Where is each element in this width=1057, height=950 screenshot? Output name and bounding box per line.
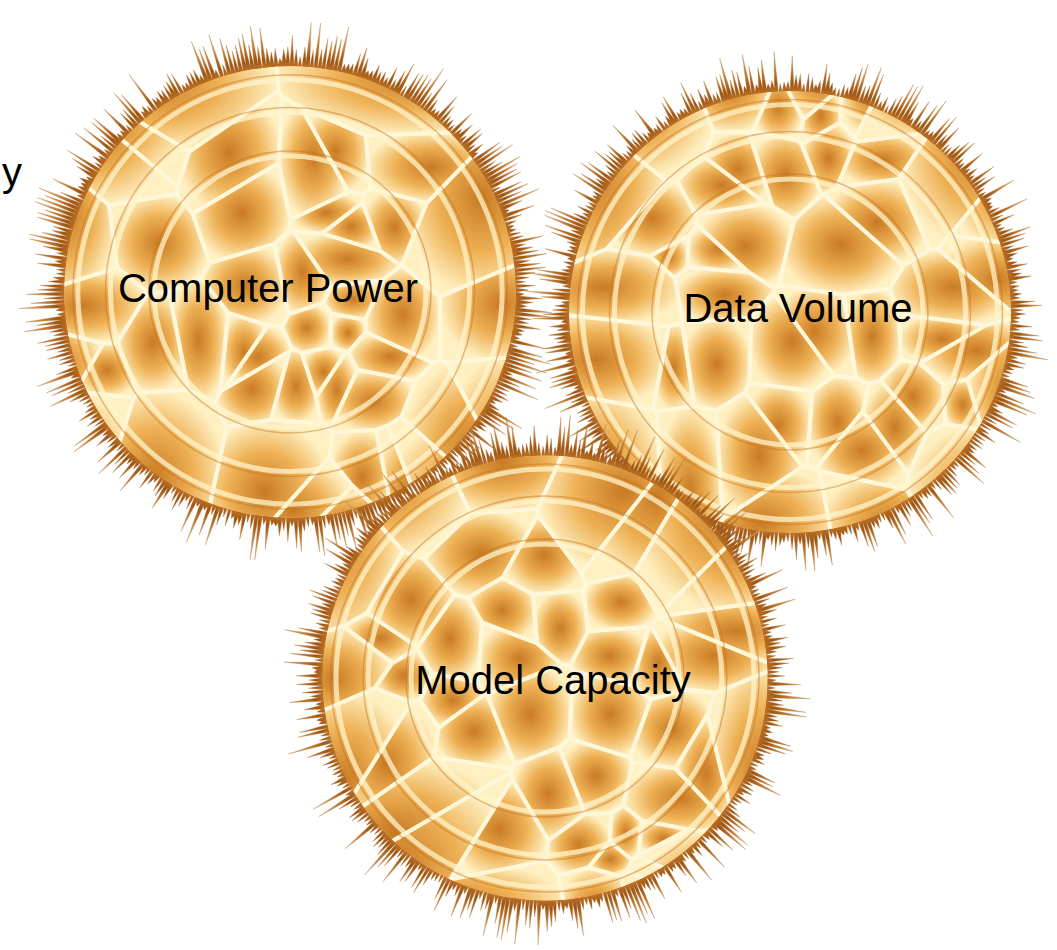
- circle-label: Data Volume: [683, 285, 912, 331]
- circle-label: Computer Power: [118, 265, 418, 311]
- edge-fragment: y: [2, 150, 22, 195]
- burst-circle: Model Capacity: [277, 410, 813, 946]
- circle-label: Model Capacity: [415, 657, 691, 703]
